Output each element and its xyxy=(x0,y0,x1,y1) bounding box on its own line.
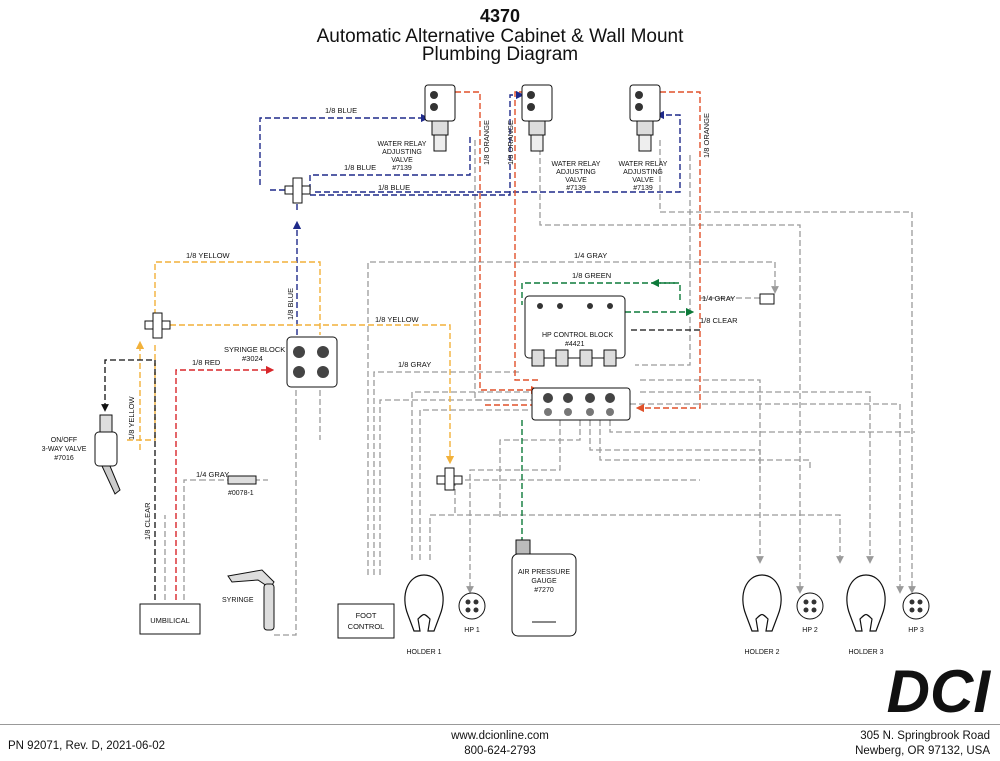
foot-control-label-1: FOOT xyxy=(356,611,377,620)
holder-2-icon xyxy=(742,574,782,632)
holder-1-label: HOLDER 1 xyxy=(406,649,441,656)
label-yellow-mid: 1/8 YELLOW xyxy=(375,315,420,324)
model-number: 4370 xyxy=(479,6,521,26)
hp-control-block xyxy=(524,295,626,367)
diagram-subtitle: Plumbing Diagram xyxy=(421,44,579,65)
address-line-2: Newberg, OR 97132, USA xyxy=(855,745,990,757)
blue-tubing xyxy=(259,90,681,335)
svg-text:GAUGE: GAUGE xyxy=(531,578,557,585)
tubing-fitting xyxy=(227,475,257,485)
tee-fitting-top xyxy=(284,177,311,204)
svg-text:#7139: #7139 xyxy=(633,185,653,192)
tee-fitting-right xyxy=(759,293,775,305)
tee-fitting-left xyxy=(144,312,171,339)
svg-text:VALVE: VALVE xyxy=(391,157,413,164)
hp-1-label: HP 1 xyxy=(464,627,480,634)
hp-1-connector-icon xyxy=(458,592,486,620)
air-gauge-label: AIR PRESSURE GAUGE #7270 xyxy=(518,569,570,594)
hp-2-connector-icon xyxy=(796,592,824,620)
syringe-label: SYRINGE xyxy=(222,597,254,604)
green-tubing xyxy=(521,278,695,540)
label-orange-1: 1/8 ORANGE xyxy=(482,120,491,165)
diagram-title: Automatic Alternative Cabinet & Wall Mou… xyxy=(316,26,684,47)
syringe-handpiece xyxy=(227,569,275,631)
umbilical-box xyxy=(139,603,201,635)
svg-text:ADJUSTING: ADJUSTING xyxy=(382,149,422,156)
red-tubing xyxy=(175,365,275,600)
holder-3-label: HOLDER 3 xyxy=(848,649,883,656)
hp-3-connector-icon xyxy=(902,592,930,620)
fitting-number: #0078-1 xyxy=(228,490,254,497)
svg-text:3-WAY VALVE: 3-WAY VALVE xyxy=(42,446,87,453)
address-line-1: 305 N. Springbrook Road xyxy=(860,730,990,742)
syringe-block-label: SYRINGE BLOCK xyxy=(224,345,285,354)
onoff-valve-label: ON/OFF 3-WAY VALVE #7016 xyxy=(42,437,87,462)
label-clear-right: 1/8 CLEAR xyxy=(700,316,738,325)
holder-2-label: HOLDER 2 xyxy=(744,649,779,656)
svg-text:WATER RELAY: WATER RELAY xyxy=(378,141,427,148)
label-blue-2: 1/8 BLUE xyxy=(344,163,376,172)
svg-text:VALVE: VALVE xyxy=(632,177,654,184)
footer-divider xyxy=(0,724,1000,725)
syringe-block-number: #3024 xyxy=(242,354,263,363)
valve-manifold xyxy=(531,387,631,421)
relay-2-label: WATER RELAY ADJUSTING VALVE #7139 xyxy=(552,161,601,192)
gray-tubing xyxy=(164,140,916,636)
label-red: 1/8 RED xyxy=(192,358,221,367)
label-gray-quarter-right: 1/4 GRAY xyxy=(702,294,735,303)
svg-text:ON/OFF: ON/OFF xyxy=(51,437,77,444)
svg-text:#7016: #7016 xyxy=(54,455,74,462)
website-link[interactable]: www.dcionline.com xyxy=(451,730,549,742)
label-yellow-left: 1/8 YELLOW xyxy=(127,395,136,440)
hp-control-block-number: #4421 xyxy=(565,341,585,348)
svg-text:ADJUSTING: ADJUSTING xyxy=(556,169,596,176)
label-blue-vertical: 1/8 BLUE xyxy=(286,288,295,320)
dci-logo: DCI xyxy=(887,658,992,725)
umbilical-label: UMBILICAL xyxy=(150,616,190,625)
water-relay-valve-2 xyxy=(521,84,553,152)
label-green: 1/8 GREEN xyxy=(572,271,611,280)
yellow-tubing xyxy=(125,261,455,465)
label-clear-left: 1/8 CLEAR xyxy=(143,502,152,540)
hp-3-label: HP 3 xyxy=(908,627,924,634)
part-number: PN 92071, Rev. D, 2021-06-02 xyxy=(8,740,166,752)
label-orange-3: 1/8 ORANGE xyxy=(702,113,711,158)
water-relay-valve-3 xyxy=(629,84,661,152)
clear-tubing xyxy=(101,329,700,600)
hp-2-label: HP 2 xyxy=(802,627,818,634)
tee-fitting-bottom xyxy=(436,467,463,491)
air-pressure-gauge xyxy=(511,539,577,637)
phone-number: 800-624-2793 xyxy=(464,745,536,757)
orange-tubing xyxy=(455,91,701,413)
label-blue-3: 1/8 BLUE xyxy=(378,183,410,192)
label-gray-eighth: 1/8 GRAY xyxy=(398,360,431,369)
relay-1-label: WATER RELAY ADJUSTING VALVE #7139 xyxy=(378,141,427,172)
syringe-block xyxy=(286,336,338,388)
holder-1-icon xyxy=(404,574,444,632)
hp-control-block-label: HP CONTROL BLOCK xyxy=(542,332,614,339)
svg-text:VALVE: VALVE xyxy=(565,177,587,184)
label-yellow-top: 1/8 YELLOW xyxy=(186,251,231,260)
foot-control-box xyxy=(337,603,395,639)
svg-text:WATER RELAY: WATER RELAY xyxy=(619,161,668,168)
svg-text:WATER RELAY: WATER RELAY xyxy=(552,161,601,168)
relay-3-label: WATER RELAY ADJUSTING VALVE #7139 xyxy=(619,161,668,192)
onoff-3way-valve xyxy=(94,414,121,495)
svg-text:AIR PRESSURE: AIR PRESSURE xyxy=(518,569,570,576)
svg-text:ADJUSTING: ADJUSTING xyxy=(623,169,663,176)
svg-text:#7139: #7139 xyxy=(392,165,412,172)
label-orange-2: 1/8 ORANGE xyxy=(506,120,515,165)
label-blue-1: 1/8 BLUE xyxy=(325,106,357,115)
svg-text:#7139: #7139 xyxy=(566,185,586,192)
svg-text:#7270: #7270 xyxy=(534,587,554,594)
label-gray-quarter-left: 1/4 GRAY xyxy=(196,470,229,479)
holder-3-icon xyxy=(846,574,886,632)
label-gray-quarter-top: 1/4 GRAY xyxy=(574,251,607,260)
foot-control-label-2: CONTROL xyxy=(348,622,385,631)
water-relay-valve-1 xyxy=(424,84,456,152)
